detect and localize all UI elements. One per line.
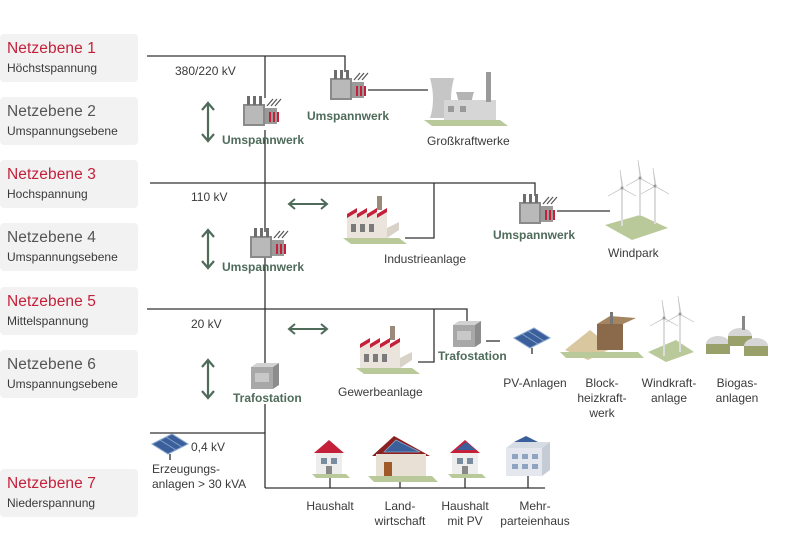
power-plant-icon <box>424 72 508 126</box>
farm-icon <box>368 436 438 482</box>
level-subtitle: Mittelspannung <box>7 314 89 328</box>
haushalt-pv-label: Haushalt mit PV <box>441 499 489 528</box>
level-2-box: Netzebene 2 Umspannungsebene <box>0 97 138 145</box>
level-title: Netzebene 1 <box>7 40 96 57</box>
voltage-20-label: 20 kV <box>191 317 222 331</box>
grid-lines <box>147 55 610 489</box>
left-right-arrow-icon <box>288 323 328 335</box>
umspannwerk-1-label: Umspannwerk <box>307 109 390 123</box>
gewerbeanlage-label: Gewerbeanlage <box>338 385 423 399</box>
up-down-arrow-icon <box>200 228 216 270</box>
landwirtschaft-label: Land- wirtschaft <box>374 499 426 528</box>
level-subtitle: Umspannungsebene <box>7 124 118 138</box>
erzeugungsanlagen-label: Erzeugungs- anlagen > 30 kVA <box>152 462 247 491</box>
voltage-110-label: 110 kV <box>191 190 228 204</box>
trafostation-2-icon <box>251 363 279 389</box>
voltage-380-label: 380/220 kV <box>175 64 236 78</box>
industrieanlage-label: Industrieanlage <box>384 252 467 266</box>
trafostation-1-icon <box>453 321 481 347</box>
level-7-box: Netzebene 7 Niederspannung <box>0 469 138 517</box>
industrial-plant-icon <box>343 196 407 244</box>
small-pv-icon <box>151 433 189 461</box>
pv-panel-icon <box>513 327 551 355</box>
level-3-box: Netzebene 3 Hochspannung <box>0 160 138 208</box>
umspannwerk-3-icon <box>518 193 558 225</box>
biogasanlagen-label: Biogas- anlagen <box>715 376 759 405</box>
chp-plant-icon <box>560 312 644 360</box>
trafostation-1-label: Trafostation <box>438 349 507 363</box>
biogas-plant-icon <box>706 316 768 356</box>
haushalt-label: Haushalt <box>306 499 354 513</box>
level-5-box: Netzebene 5 Mittelspannung <box>0 287 138 335</box>
left-right-arrow-icon <box>288 198 328 210</box>
level-subtitle: Umspannungsebene <box>7 377 118 391</box>
wind-park-icon <box>605 159 670 240</box>
umspannwerk-3-label: Umspannwerk <box>493 228 576 242</box>
up-down-arrow-icon <box>200 101 216 143</box>
windpark-label: Windpark <box>608 246 659 260</box>
up-down-arrow-icon <box>200 358 216 400</box>
umspannwerk-4-icon <box>249 227 289 259</box>
level-title: Netzebene 2 <box>7 103 96 120</box>
household-pv-icon <box>448 440 486 478</box>
level-subtitle: Niederspannung <box>7 496 96 510</box>
level-title: Netzebene 3 <box>7 166 96 183</box>
household-icon <box>312 440 350 478</box>
level-title: Netzebene 6 <box>7 356 96 373</box>
apartment-building-icon <box>506 436 550 476</box>
umspannwerk-2-icon <box>242 95 282 127</box>
voltage-04-label: 0,4 kV <box>191 440 226 454</box>
level-title: Netzebene 4 <box>7 229 96 246</box>
umspannwerk-2-label: Umspannwerk <box>222 133 305 147</box>
wind-turbine-icon <box>648 295 695 362</box>
pv-anlagen-label: PV-Anlagen <box>503 376 567 390</box>
commercial-plant-icon <box>356 326 420 374</box>
bhkw-label: Block- heizkraft- werk <box>577 376 627 420</box>
level-subtitle: Umspannungsebene <box>7 250 118 264</box>
grosskraftwerke-label: Großkraftwerke <box>427 134 510 148</box>
mehrparteienhaus-label: Mehr- parteienhaus <box>500 499 570 528</box>
level-title: Netzebene 7 <box>7 475 96 492</box>
umspannwerk-4-label: Umspannwerk <box>222 260 305 274</box>
level-title: Netzebene 5 <box>7 293 96 310</box>
level-6-box: Netzebene 6 Umspannungsebene <box>0 350 138 398</box>
windkraftanlage-label: Windkraft- anlage <box>641 376 697 405</box>
level-4-box: Netzebene 4 Umspannungsebene <box>0 223 138 271</box>
level-1-box: Netzebene 1 Höchstspannung <box>0 34 138 82</box>
level-subtitle: Hochspannung <box>7 187 88 201</box>
trafostation-2-label: Trafostation <box>233 391 302 405</box>
umspannwerk-1-icon <box>329 69 369 101</box>
level-subtitle: Höchstspannung <box>7 61 98 75</box>
